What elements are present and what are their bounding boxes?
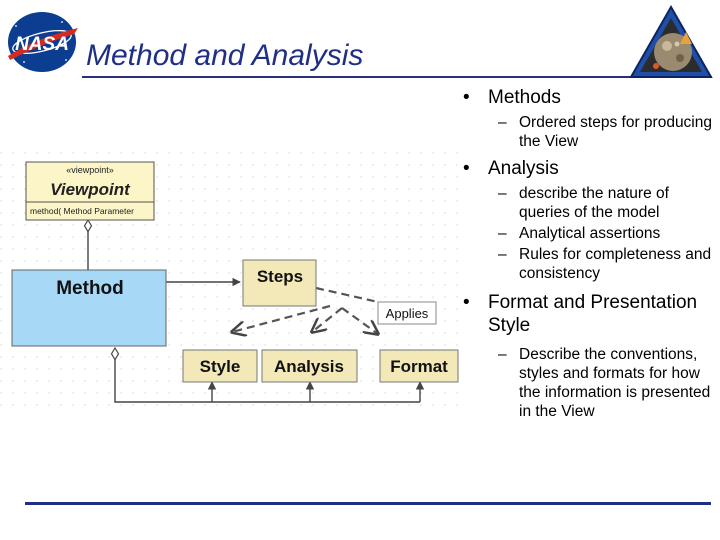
steps-box: Steps <box>242 259 317 307</box>
bullet-text: Format and Presentation Style <box>488 292 698 336</box>
steps-label: Steps <box>257 267 303 286</box>
viewpoint-class-box: «viewpoint» Viewpoint method( Method Par… <box>25 161 155 221</box>
sub-bullet-dash: – <box>498 225 507 242</box>
bullet-methods: • Methods <box>458 86 716 109</box>
sub-bullet: – Analytical assertions <box>458 224 716 243</box>
sub-bullet: – Ordered steps for producing the View <box>458 113 716 151</box>
page-title: Method and Analysis <box>86 39 364 72</box>
viewpoint-name: Viewpoint <box>50 180 131 199</box>
sub-bullet-dash: – <box>498 246 507 263</box>
bullet-dot: • <box>463 87 470 108</box>
sub-bullet: – Describe the conventions, styles and f… <box>458 345 716 421</box>
sub-bullet-text: describe the nature of queries of the mo… <box>519 185 669 221</box>
sub-bullet-text: Rules for completeness and consistency <box>519 246 712 282</box>
sub-bullet: – describe the nature of queries of the … <box>458 184 716 222</box>
bullet-list: • Methods – Ordered steps for producing … <box>458 86 716 421</box>
footer-divider <box>25 502 711 505</box>
bullet-dot: • <box>463 292 470 313</box>
sub-bullet: – Rules for completeness and consistency <box>458 245 716 283</box>
format-box: Format <box>379 349 459 383</box>
nasa-wordmark: NASA <box>15 34 69 55</box>
method-box: Method <box>11 269 167 347</box>
viewpoint-stereotype: «viewpoint» <box>66 165 114 175</box>
bullet-analysis: • Analysis <box>458 157 716 180</box>
sub-bullet-text: Describe the conventions, styles and for… <box>519 346 711 420</box>
nasa-logo: NASA <box>8 12 78 72</box>
triangle-emblem-icon <box>629 4 713 78</box>
bullet-dot: • <box>463 158 470 179</box>
diagram-connectors <box>83 218 425 403</box>
style-label: Style <box>200 357 241 376</box>
sub-bullet-text: Ordered steps for producing the View <box>519 114 712 150</box>
viewpoint-operation: method( Method Parameter <box>30 206 134 216</box>
applies-label-box: Applies <box>377 301 437 325</box>
sub-bullet-dash: – <box>498 185 507 202</box>
sub-bullet-dash: – <box>498 114 507 131</box>
title-divider <box>82 76 712 78</box>
sub-bullet-dash: – <box>498 346 507 363</box>
applies-label: Applies <box>386 306 429 321</box>
style-box: Style <box>182 349 258 383</box>
bullet-text: Methods <box>488 87 561 108</box>
format-label: Format <box>390 357 448 376</box>
bullet-text: Analysis <box>488 158 559 179</box>
method-label: Method <box>56 278 124 299</box>
analysis-label: Analysis <box>274 357 344 376</box>
method-analysis-diagram: «viewpoint» Viewpoint method( Method Par… <box>0 146 462 408</box>
sub-bullet-text: Analytical assertions <box>519 225 661 242</box>
bullet-format-presentation: • Format and Presentation Style <box>458 291 716 337</box>
analysis-box: Analysis <box>261 349 358 383</box>
